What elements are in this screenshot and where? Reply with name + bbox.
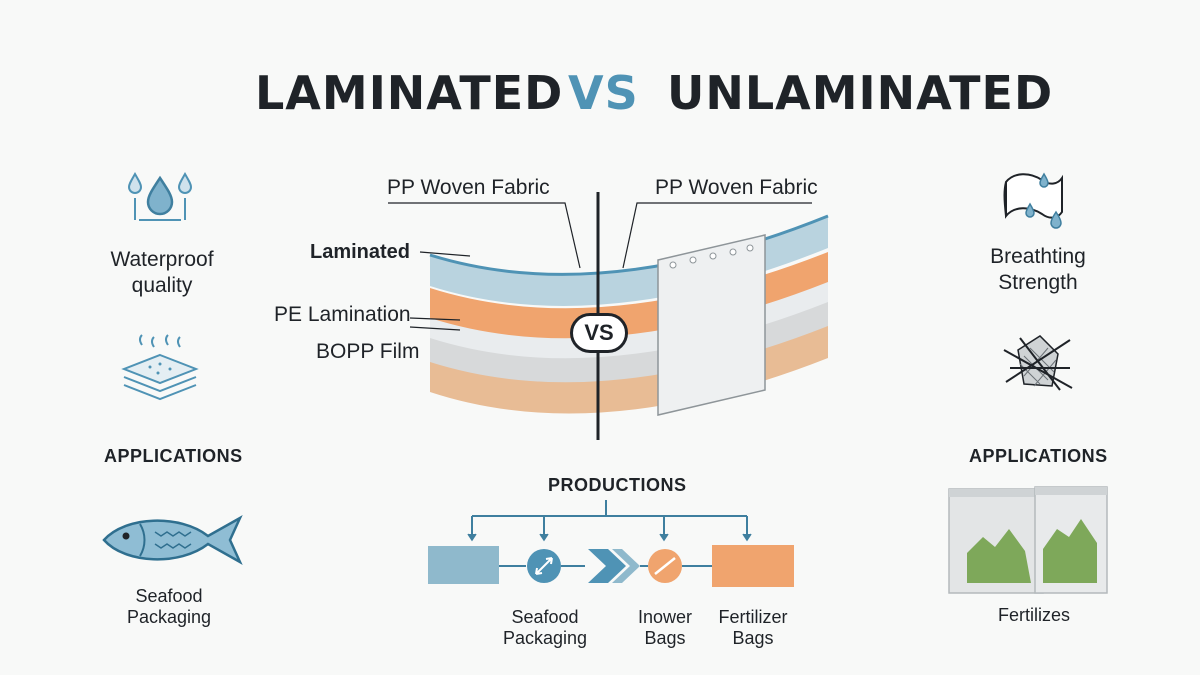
flow-step-4-box bbox=[712, 545, 794, 587]
right-pp-woven-label: PP Woven Fabric bbox=[655, 176, 818, 199]
right-applications-heading: APPLICATIONS bbox=[969, 446, 1108, 466]
blue-top-layer bbox=[430, 216, 828, 306]
title-vs: VS bbox=[568, 66, 639, 120]
fish-icon bbox=[102, 515, 243, 565]
dotted-layer bbox=[430, 298, 828, 383]
breathing-strength-label: Breathting Strength bbox=[990, 245, 1086, 294]
waterproof-drops-icon bbox=[127, 171, 193, 221]
breathable-fabric-icon bbox=[1003, 172, 1063, 229]
productions-heading: PRODUCTIONS bbox=[548, 475, 687, 495]
flow-step-1-box bbox=[428, 546, 499, 584]
production-item-1: Seafood Packaging bbox=[502, 607, 588, 648]
orange-layer bbox=[430, 252, 828, 339]
title-unlaminated: UNLAMINATED bbox=[667, 66, 1054, 120]
crossed-net-icon bbox=[1003, 335, 1073, 391]
waterproof-label: Waterproof quality bbox=[110, 248, 214, 297]
vs-badge-text: VS bbox=[584, 320, 614, 345]
left-applications-heading: APPLICATIONS bbox=[104, 446, 243, 466]
light-grey-layer bbox=[430, 276, 828, 359]
left-application-label: Seafood Packaging bbox=[126, 586, 212, 627]
fertilizer-bags-image bbox=[948, 486, 1108, 594]
vs-badge: VS bbox=[570, 313, 628, 353]
layers-icon bbox=[121, 334, 199, 401]
pe-lamination-label: PE Lamination bbox=[274, 303, 411, 326]
right-application-label: Fertilizes bbox=[998, 605, 1071, 625]
flow-chevrons bbox=[588, 549, 626, 583]
unlaminated-sheet bbox=[657, 234, 766, 416]
bopp-film-label: BOPP Film bbox=[316, 340, 420, 363]
title: LAMINATED VS UNLAMINATED bbox=[0, 66, 1200, 126]
title-laminated: LAMINATED bbox=[255, 66, 564, 120]
production-item-2: Inower Bags bbox=[637, 607, 693, 648]
left-pp-woven-label: PP Woven Fabric bbox=[387, 176, 550, 199]
production-item-3: Fertilizer Bags bbox=[718, 607, 788, 648]
laminated-label: Laminated bbox=[310, 241, 411, 263]
